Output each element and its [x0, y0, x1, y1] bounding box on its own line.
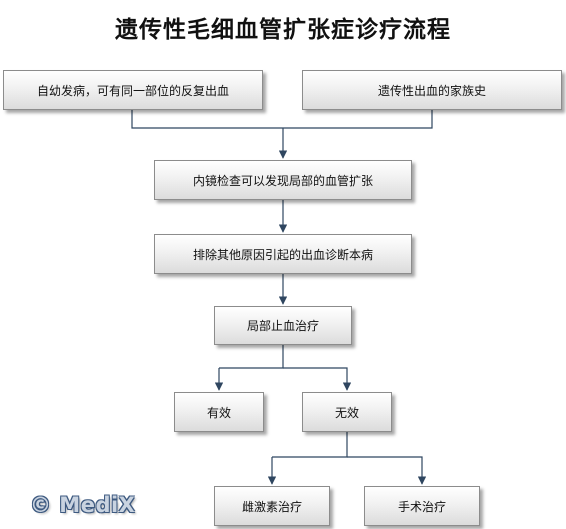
arrow-to-ineffective — [283, 367, 352, 391]
node-surgery: 手术治疗 — [364, 486, 480, 526]
node-effective: 有效 — [174, 392, 264, 432]
medix-watermark: © MediX — [30, 493, 136, 517]
connector-split-1 — [219, 345, 284, 369]
connector-merge — [131, 110, 433, 129]
node-spontaneous-bleeding: 自幼发病，可有同一部位的反复出血 — [3, 70, 263, 110]
node-ineffective: 无效 — [302, 392, 392, 432]
node-endoscopy: 内镜检查可以发现局部的血管扩张 — [154, 160, 412, 200]
node-local-hemostasis: 局部止血治疗 — [214, 306, 352, 345]
node-exclude-other-causes: 排除其他原因引起的出血诊断本病 — [154, 234, 412, 274]
node-estrogen-therapy: 雌激素治疗 — [214, 486, 330, 526]
diagram-title: 遗传性毛细血管扩张症诊疗流程 — [115, 16, 451, 43]
node-family-history: 遗传性出血的家族史 — [302, 70, 562, 110]
connector-split-2 — [272, 432, 348, 458]
arrow-to-surgery — [347, 456, 427, 485]
